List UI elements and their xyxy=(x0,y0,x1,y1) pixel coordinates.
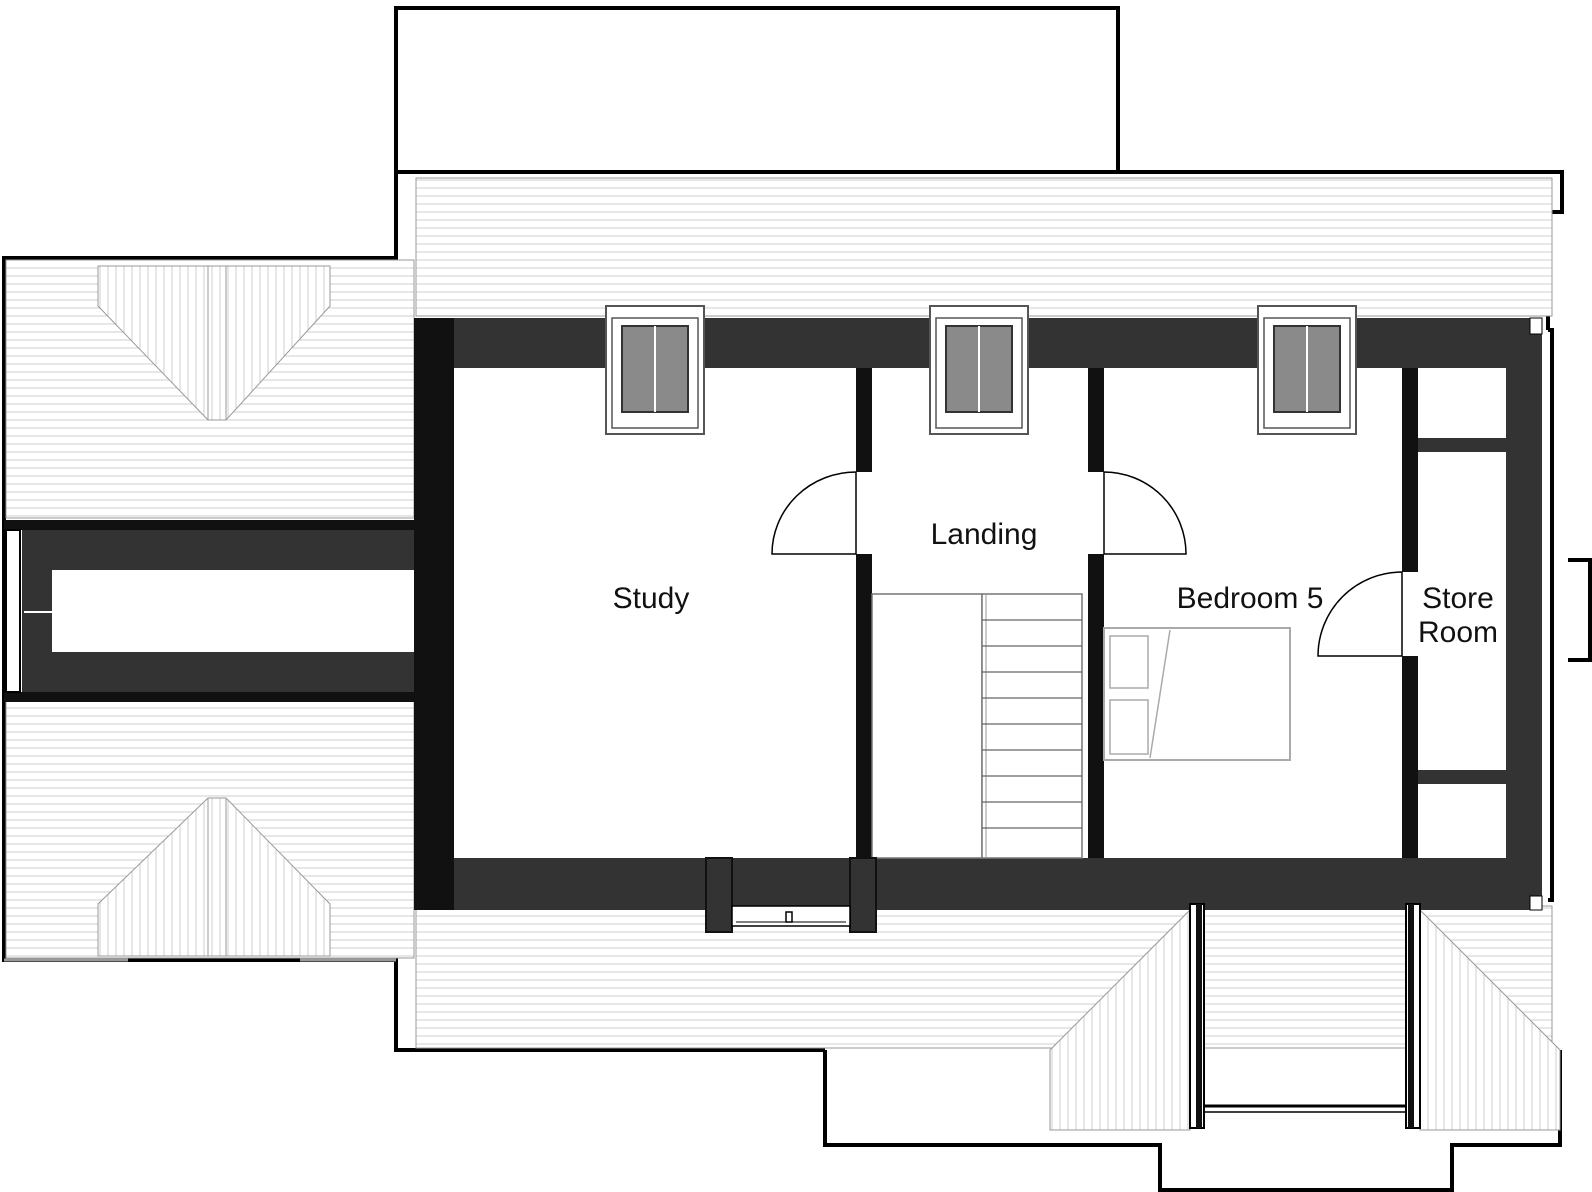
store-cupboard-top xyxy=(1418,368,1506,438)
roof-hip-bottom-left xyxy=(1049,908,1191,1131)
bottom-window xyxy=(705,857,877,933)
store-label-line1: Store xyxy=(1422,582,1494,615)
left-wing-walls xyxy=(4,520,416,702)
bottom-bay xyxy=(1189,903,1421,1129)
landing-label: Landing xyxy=(931,518,1038,551)
door-bedroom5 xyxy=(1103,471,1187,555)
bottom-extension-outline xyxy=(823,1050,1562,1192)
door-store xyxy=(1317,571,1403,657)
study-label: Study xyxy=(613,582,690,615)
store-label-line2: Room xyxy=(1418,616,1498,649)
study-room xyxy=(454,368,856,858)
dormer-window-2 xyxy=(929,305,1029,435)
door-study xyxy=(771,471,857,555)
interior-partitions xyxy=(856,368,1508,858)
store-cupboard-bottom xyxy=(1418,784,1506,858)
bedroom5-label: Bedroom 5 xyxy=(1177,582,1324,615)
roof-plane-bottom xyxy=(415,905,1553,1049)
top-extension-outline xyxy=(394,6,1120,172)
double-bed xyxy=(1103,627,1291,761)
roof-plane-top xyxy=(415,177,1553,317)
dormer-window-3 xyxy=(1257,305,1357,435)
dormer-window-1 xyxy=(605,305,705,435)
store-room xyxy=(1418,452,1506,770)
staircase xyxy=(871,593,1083,859)
